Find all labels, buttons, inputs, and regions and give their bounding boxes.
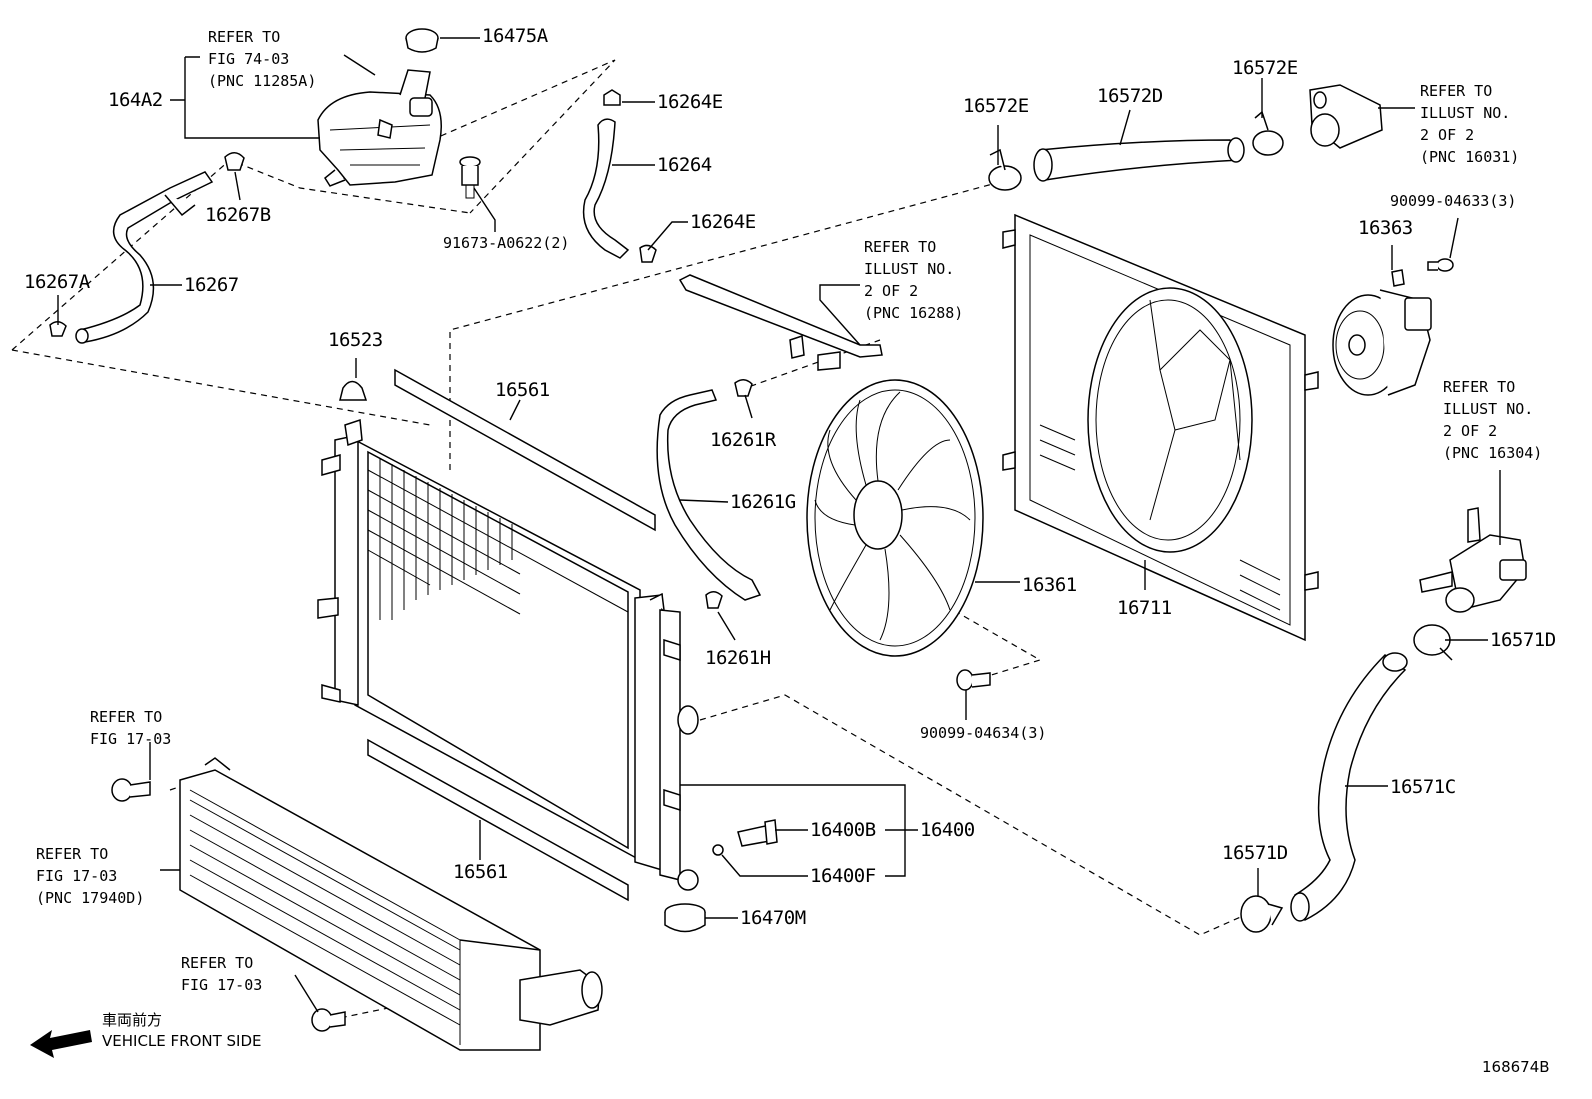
- bolt-90099-04633: [1427, 258, 1454, 272]
- cooling-fan: [806, 379, 984, 657]
- label-16261G[interactable]: 16261G: [730, 491, 796, 513]
- ref-illust-16288[interactable]: REFER TO ILLUST NO. 2 OF 2 (PNC 16288): [864, 238, 964, 322]
- radiator-seals: [367, 368, 656, 902]
- clips-16571D: [1240, 624, 1453, 933]
- label-16571D-bottom[interactable]: 16571D: [1222, 842, 1288, 864]
- leader-lines: [57, 37, 1501, 1013]
- hose-16572D: [1033, 137, 1245, 182]
- intercooler-bolts: [111, 778, 346, 1032]
- ref-fig-17-03-c[interactable]: REFER TO FIG 17-03: [181, 954, 263, 994]
- label-90099-04633[interactable]: 90099-04633(3): [1390, 192, 1517, 210]
- vehicle-front-arrow-icon: [30, 1030, 92, 1058]
- intercooler: [179, 757, 603, 1051]
- ref-illust-16304[interactable]: REFER TO ILLUST NO. 2 OF 2 (PNC 16304): [1443, 378, 1543, 462]
- label-16267B[interactable]: 16267B: [205, 204, 271, 226]
- label-16264[interactable]: 16264: [657, 154, 712, 176]
- hose-16267: [75, 171, 214, 344]
- hose-16571C: [1290, 652, 1408, 922]
- label-16261H[interactable]: 16261H: [705, 647, 771, 669]
- label-16561-bottom[interactable]: 16561: [453, 861, 508, 883]
- water-outlet: [1309, 84, 1383, 149]
- label-16572E-left[interactable]: 16572E: [963, 95, 1029, 117]
- label-16571D-top[interactable]: 16571D: [1490, 629, 1556, 651]
- label-16561-top[interactable]: 16561: [495, 379, 550, 401]
- bypass-pipe: [678, 274, 883, 371]
- water-inlet: [1419, 507, 1527, 613]
- radiator: [317, 418, 699, 891]
- label-16523[interactable]: 16523: [328, 329, 383, 351]
- label-16571C[interactable]: 16571C: [1390, 776, 1456, 798]
- water-pump: [1332, 269, 1432, 396]
- label-16572D[interactable]: 16572D: [1097, 85, 1163, 107]
- ref-fig-17-03-a[interactable]: REFER TO FIG 17-03: [90, 708, 172, 748]
- diagram-id: 168674B: [1482, 1058, 1550, 1076]
- label-16361[interactable]: 16361: [1022, 574, 1077, 596]
- radiator-cap: [405, 28, 439, 53]
- label-16264E-top[interactable]: 16264E: [657, 91, 723, 113]
- vehicle-front-jp: 車両前方: [102, 1011, 163, 1029]
- label-16572E-right[interactable]: 16572E: [1232, 57, 1298, 79]
- label-16264E-bottom[interactable]: 16264E: [690, 211, 756, 233]
- label-16400F[interactable]: 16400F: [810, 865, 876, 887]
- label-91673[interactable]: 91673-A0622(2): [443, 234, 570, 252]
- drain-cock: [712, 819, 778, 856]
- reserve-tank: [317, 69, 442, 187]
- label-16400B[interactable]: 16400B: [810, 819, 876, 841]
- label-16267A[interactable]: 16267A: [24, 271, 90, 293]
- vehicle-front-en: VEHICLE FRONT SIDE: [102, 1032, 262, 1050]
- hose-16264: [582, 89, 657, 263]
- bolt-91673: [459, 156, 481, 199]
- ref-fig-17-03-b[interactable]: REFER TO FIG 17-03 (PNC 17940D): [36, 845, 145, 907]
- hose-clips: [49, 152, 245, 337]
- label-16470M[interactable]: 16470M: [740, 907, 806, 929]
- fan-shroud: [1002, 213, 1319, 642]
- label-164A2[interactable]: 164A2: [108, 89, 163, 111]
- label-16400[interactable]: 16400: [920, 819, 975, 841]
- label-16475A[interactable]: 16475A: [482, 25, 548, 47]
- lower-cushion: [664, 903, 706, 933]
- label-90099-04634[interactable]: 90099-04634(3): [920, 724, 1047, 742]
- ref-fig-74-03[interactable]: REFER TO FIG 74-03 (PNC 11285A): [208, 28, 317, 90]
- label-16711[interactable]: 16711: [1117, 597, 1172, 619]
- label-16261R[interactable]: 16261R: [710, 429, 776, 451]
- ref-illust-16031[interactable]: REFER TO ILLUST NO. 2 OF 2 (PNC 16031): [1420, 82, 1520, 166]
- hose-16261G: [656, 379, 762, 609]
- label-16267[interactable]: 16267: [184, 274, 239, 296]
- radiator-upper-cushion: [339, 380, 368, 401]
- label-16363[interactable]: 16363: [1358, 217, 1413, 239]
- bolt-90099-04634: [956, 669, 991, 691]
